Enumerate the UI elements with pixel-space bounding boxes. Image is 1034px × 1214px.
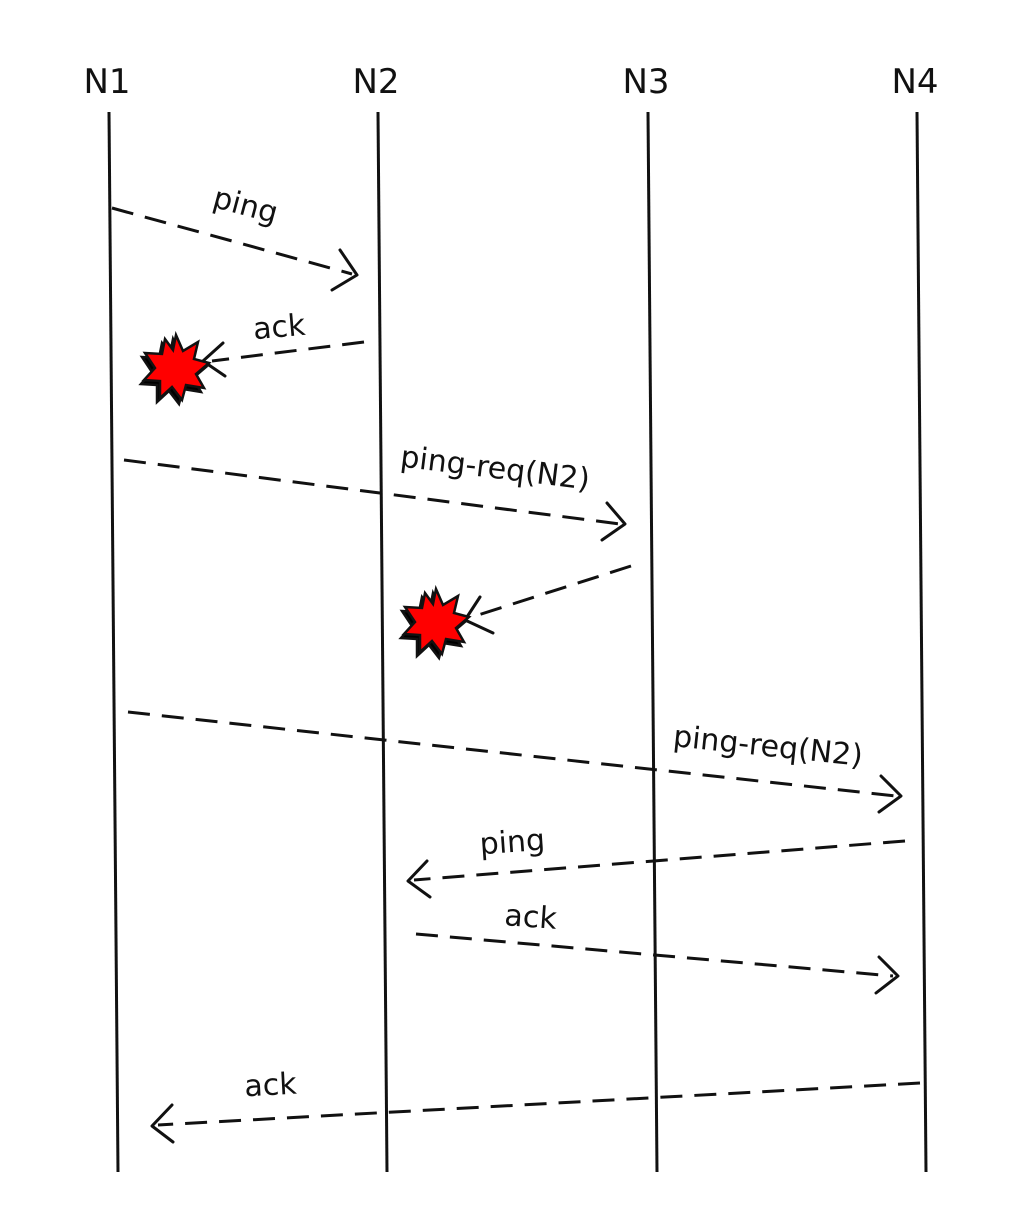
arrow-head bbox=[600, 501, 627, 542]
node-label-n1: N1 bbox=[83, 62, 130, 102]
lifeline-n1 bbox=[107, 111, 120, 1173]
arrow-head bbox=[874, 955, 900, 995]
arrow-head bbox=[330, 248, 359, 292]
message-label: ack bbox=[503, 898, 558, 937]
message-ping-req-n1-n3: ping-req(N2) bbox=[123, 440, 627, 542]
message-label: ping bbox=[209, 180, 281, 231]
message-label: ack bbox=[252, 308, 308, 347]
message-ping-req-n1-n4: ping-req(N2) bbox=[127, 710, 903, 814]
message-ack-n2-n4: ack bbox=[415, 898, 900, 995]
message-ping-n4-n2: ping bbox=[406, 823, 906, 899]
message-ack-n4-n1: ack bbox=[150, 1067, 921, 1144]
lost-message-burst-icon bbox=[398, 584, 472, 661]
message-ping-n1-n2: ping bbox=[111, 180, 359, 292]
arrow-head bbox=[406, 859, 432, 899]
node-label-n3: N3 bbox=[622, 62, 669, 102]
node-label-n2: N2 bbox=[352, 62, 399, 102]
node-label-n4: N4 bbox=[891, 62, 938, 102]
lost-message-burst-icon bbox=[138, 330, 212, 407]
message-ack-n2-n1: ack bbox=[201, 308, 365, 378]
message-label: ping-req(N2) bbox=[399, 440, 592, 498]
message-label: ack bbox=[243, 1067, 298, 1105]
arrow-head bbox=[877, 774, 903, 814]
message-n3-n2-lost bbox=[463, 564, 632, 635]
message-label: ping bbox=[478, 823, 546, 862]
message-label: ping-req(N2) bbox=[671, 719, 864, 774]
lifeline-n3 bbox=[646, 111, 659, 1173]
lifeline-n4 bbox=[915, 111, 928, 1173]
arrow-head bbox=[463, 595, 495, 635]
arrow-head bbox=[150, 1103, 175, 1144]
lifeline-n2 bbox=[376, 111, 389, 1173]
